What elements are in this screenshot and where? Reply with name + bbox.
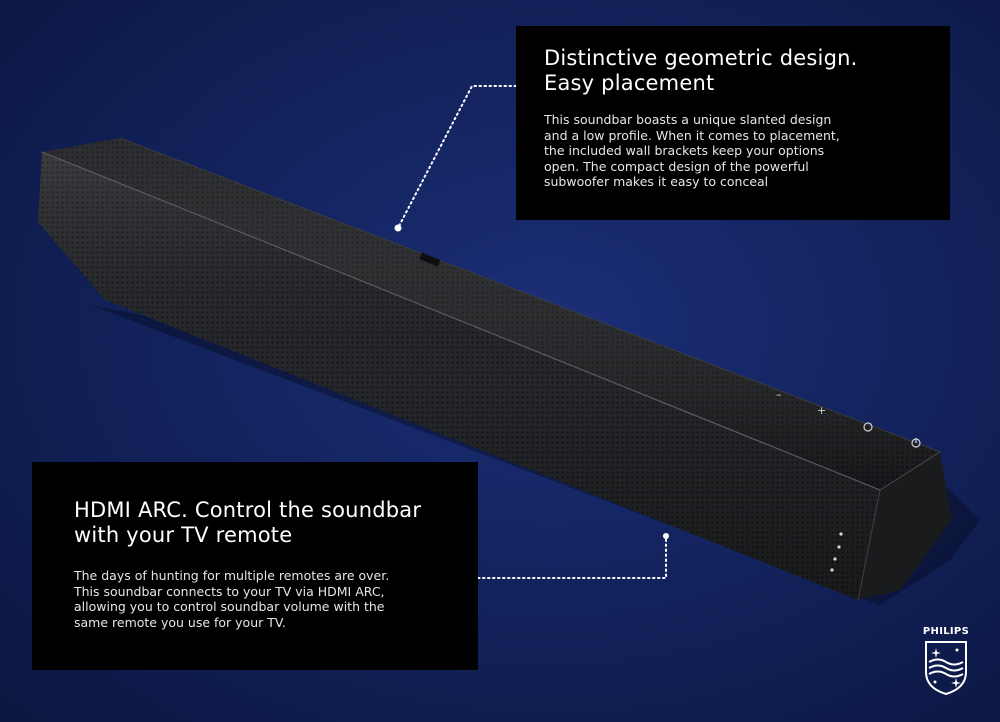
hdmi-title-line: HDMI ARC. Control the soundbar: [74, 498, 422, 522]
design-body-line: open. The compact design of the powerful: [544, 158, 809, 174]
hdmi-callout-title: HDMI ARC. Control the soundbar with your…: [74, 498, 436, 548]
shield-icon: [925, 641, 967, 696]
philips-logo: PHILIPS: [918, 626, 974, 696]
volume-down-icon: –: [776, 388, 782, 401]
hdmi-body-line: This soundbar connects to your TV via HD…: [74, 583, 385, 599]
source-icon: [863, 422, 873, 432]
design-body-line: subwoofer makes it easy to conceal: [544, 174, 769, 189]
design-callout-body: This soundbar boasts a unique slanted de…: [544, 112, 922, 190]
design-title-line: Easy placement: [544, 71, 715, 95]
indicator-light: [839, 532, 843, 536]
design-callout-title: Distinctive geometric design. Easy place…: [544, 46, 922, 96]
design-body-line: the included wall brackets keep your opt…: [544, 143, 825, 158]
design-body-line: and a low profile. When it comes to plac…: [544, 127, 840, 143]
design-body-line: This soundbar boasts a unique slanted de…: [544, 112, 832, 127]
hdmi-callout: HDMI ARC. Control the soundbar with your…: [32, 462, 478, 670]
design-callout-connector: [397, 85, 517, 229]
product-badge: [419, 252, 441, 267]
hdmi-title-line: with your TV remote: [74, 523, 293, 547]
indicator-light: [830, 568, 834, 572]
hdmi-callout-body: The days of hunting for multiple remotes…: [74, 568, 436, 630]
brand-wordmark: PHILIPS: [922, 626, 970, 637]
design-callout: Distinctive geometric design. Easy place…: [516, 26, 950, 220]
design-title-line: Distinctive geometric design.: [544, 46, 858, 70]
indicator-light: [837, 545, 841, 549]
hdmi-callout-connector: [477, 537, 667, 579]
hdmi-body-line: The days of hunting for multiple remotes…: [74, 568, 390, 583]
hdmi-body-line: allowing you to control soundbar volume …: [74, 599, 385, 614]
hdmi-callout-pin: [663, 533, 669, 539]
indicator-light: [833, 557, 837, 561]
design-callout-pin: [394, 224, 402, 232]
hdmi-body-line: same remote you use for your TV.: [74, 614, 286, 630]
volume-up-icon: +: [817, 404, 826, 417]
